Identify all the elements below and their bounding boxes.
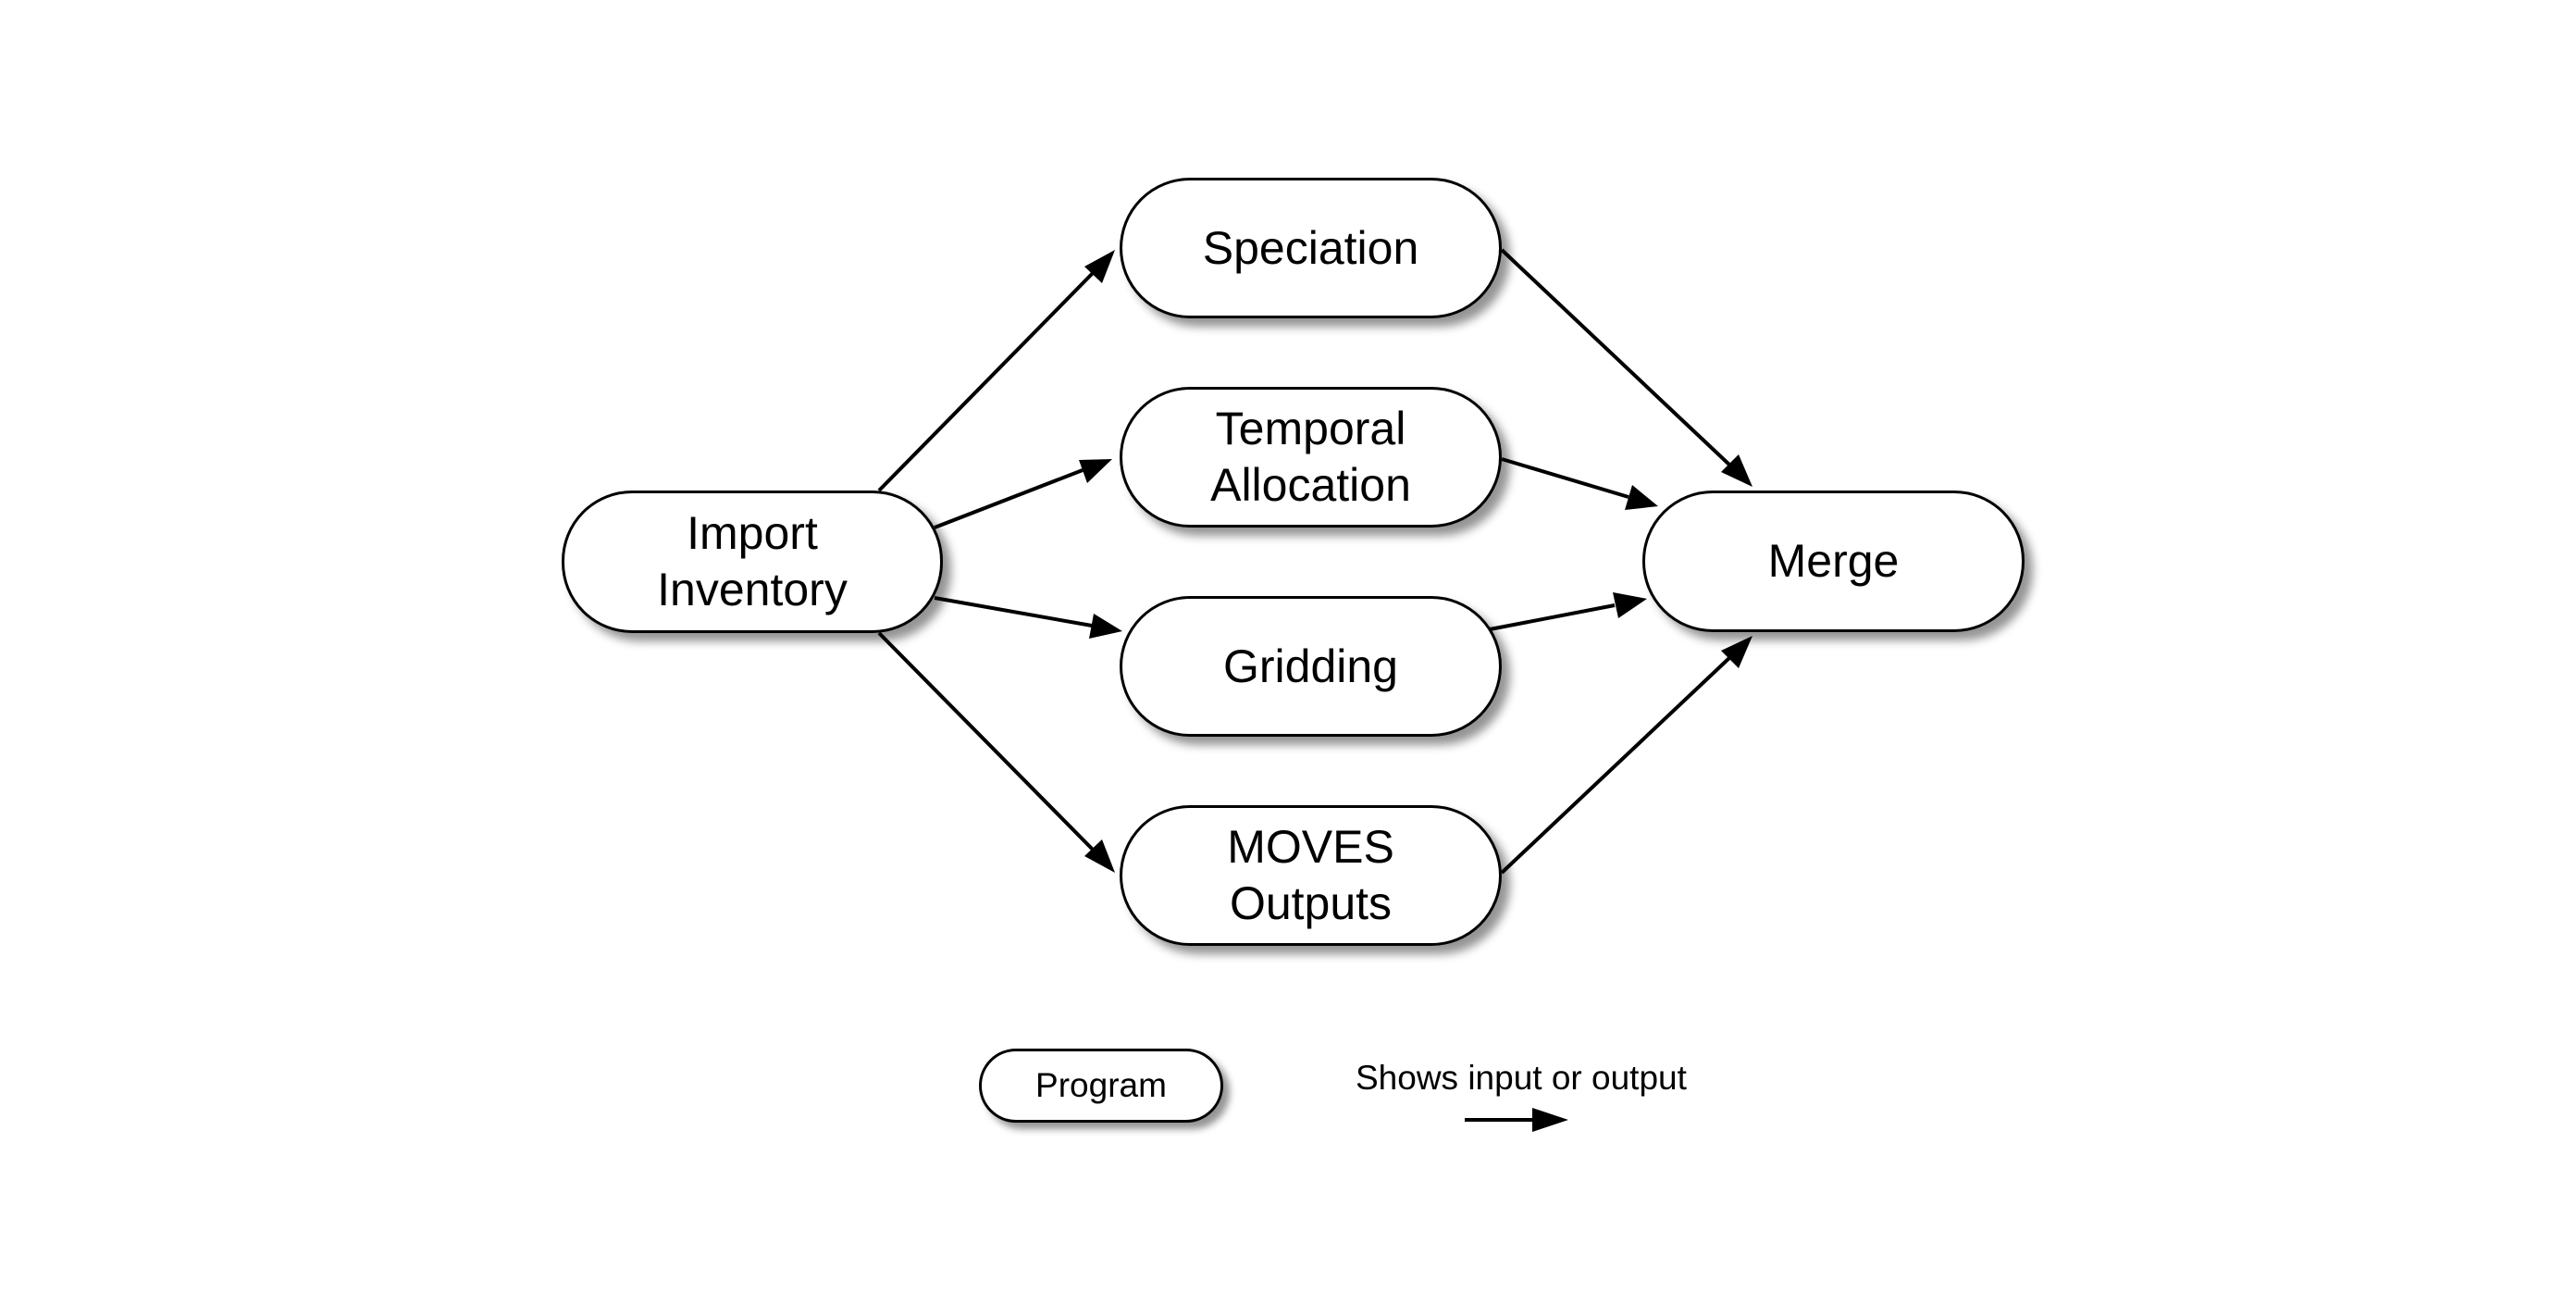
node-merge: Merge (1642, 491, 2025, 632)
edge-import-to-speciation (877, 250, 1115, 492)
node-temporal-allocation: Temporal Allocation (1120, 387, 1502, 528)
edge-moves-to-merge (1500, 636, 1752, 875)
legend-arrow-icon (1465, 1108, 1568, 1132)
node-gridding: Gridding (1120, 596, 1502, 737)
edge-import-to-temporal (934, 459, 1112, 529)
edge-speciation-to-merge (1500, 248, 1752, 487)
node-moves-outputs: MOVES Outputs (1120, 805, 1502, 946)
legend-arrow-label: Shows input or output (1356, 1059, 1687, 1097)
node-speciation: Speciation (1120, 178, 1502, 318)
edge-temporal-to-merge (1501, 457, 1658, 510)
edge-gridding-to-merge (1489, 592, 1647, 631)
edge-import-to-moves (877, 631, 1115, 873)
legend-program-node: Program (979, 1049, 1223, 1123)
node-import-inventory: Import Inventory (562, 491, 943, 633)
edge-import-to-gridding (934, 596, 1122, 639)
